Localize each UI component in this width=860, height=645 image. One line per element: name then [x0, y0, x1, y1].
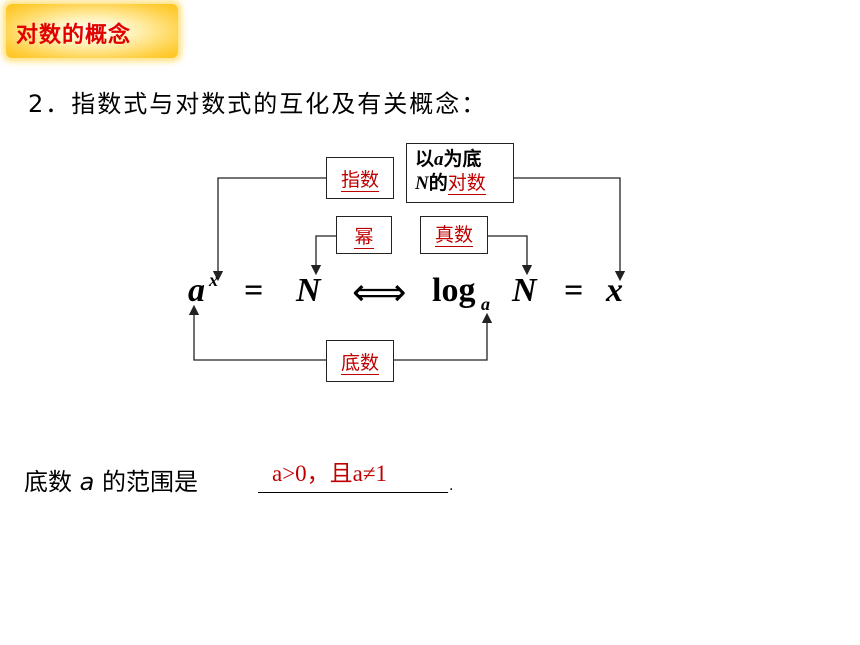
range-answer: a>0，且a≠1: [272, 461, 388, 486]
exponent-connector: [212, 177, 326, 282]
exponent-box: 指数: [326, 157, 394, 199]
eq-n-right: N: [512, 272, 537, 309]
range-suffix: 的范围是: [94, 468, 198, 496]
base-connector-right: [394, 312, 493, 361]
eq-log-sub: a: [481, 294, 490, 314]
base-connector-left: [188, 304, 326, 361]
log-box-pre: 以: [415, 149, 435, 170]
power-connector: [310, 235, 336, 276]
base-box: 底数: [326, 340, 394, 382]
eq-n-left: N: [296, 272, 321, 309]
log-box-mid: 的: [428, 173, 448, 194]
power-box: 幂: [336, 216, 392, 254]
exponent-label: 指数: [340, 170, 379, 192]
title-badge: 对数的概念: [6, 4, 178, 58]
eq-iff-arrow: ⟺: [352, 272, 407, 314]
antilog-box: 真数: [420, 216, 488, 254]
log-box-red: 对数: [447, 173, 486, 195]
log-connector: [514, 177, 626, 282]
title-text: 对数的概念: [16, 23, 132, 48]
eq-equals-2: =: [564, 272, 584, 309]
eq-base-a: a: [188, 272, 205, 309]
log-box-var-a: a: [434, 149, 444, 170]
log-box-var-n: N: [415, 173, 429, 194]
antilog-label: 真数: [434, 225, 473, 247]
eq-log: log: [432, 272, 476, 309]
power-label: 幂: [354, 227, 374, 249]
range-sentence: 底数 a 的范围是: [24, 462, 198, 497]
range-prefix: 底数: [24, 468, 80, 496]
antilog-connector: [488, 235, 533, 276]
answer-blank-line: [258, 492, 448, 493]
range-end-dot: .: [449, 478, 454, 494]
eq-equals-1: =: [244, 272, 264, 309]
log-box: 以a为底 N的对数: [406, 143, 514, 203]
eq-exponent-x: x: [209, 270, 218, 290]
log-box-post: 为底: [443, 149, 482, 170]
base-label: 底数: [340, 353, 379, 375]
range-var: a: [79, 468, 95, 496]
section-heading: 2．指数式与对数式的互化及有关概念：: [28, 90, 488, 118]
eq-x-right: x: [606, 272, 623, 309]
